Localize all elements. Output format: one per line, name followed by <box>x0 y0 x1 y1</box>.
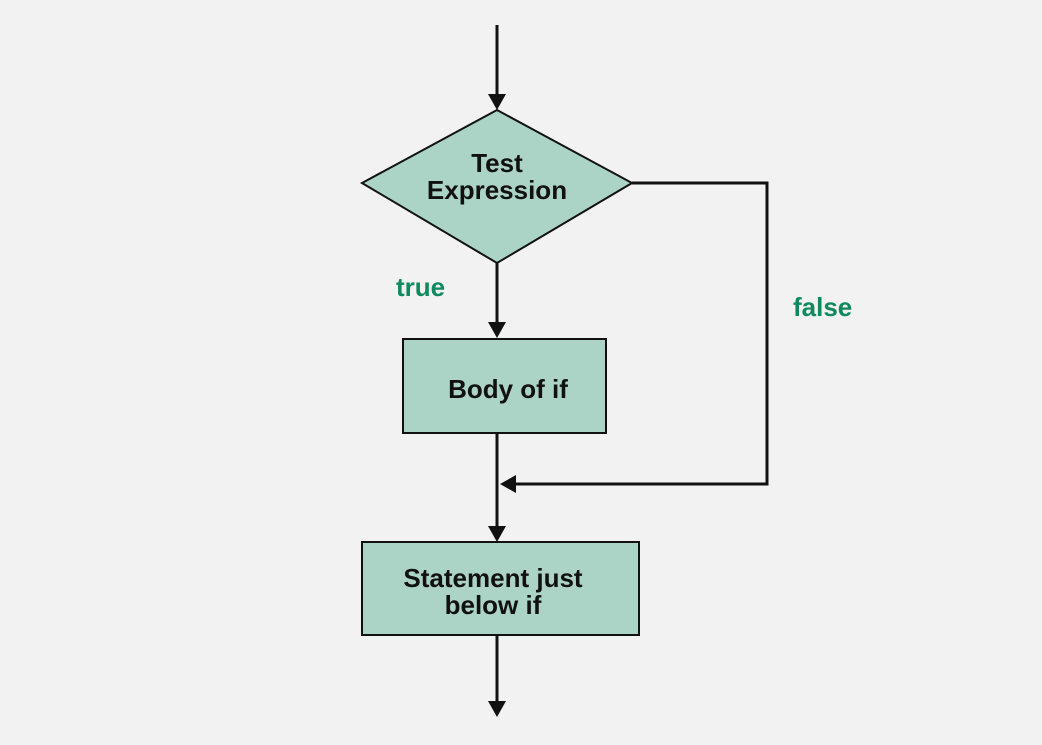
statement-below-if-box <box>361 541 640 636</box>
statement-label-line1: Statement just <box>403 563 582 593</box>
entry-arrowhead <box>488 94 506 110</box>
body-of-if-box <box>402 338 607 434</box>
decision-label-line1: Test <box>471 148 523 178</box>
exit-arrowhead <box>488 701 506 717</box>
false-path-line <box>514 181 769 486</box>
statement-arrowhead <box>488 526 506 542</box>
false-label: false <box>793 292 852 322</box>
statement-label-line2: below if <box>445 590 542 620</box>
decision-label-line2: Expression <box>427 175 567 205</box>
true-arrowhead <box>488 322 506 338</box>
false-arrowhead <box>500 475 516 493</box>
true-label: true <box>396 272 445 302</box>
body-of-if-label: Body of if <box>448 374 568 404</box>
